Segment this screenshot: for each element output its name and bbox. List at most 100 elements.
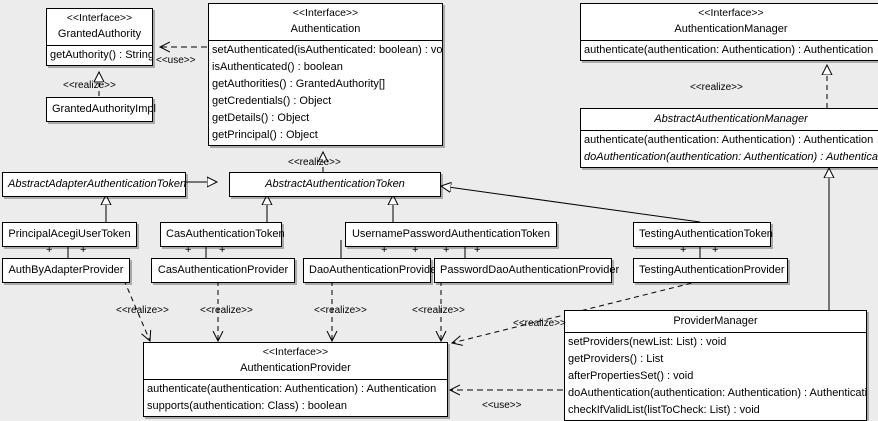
- stereotype-label: <<Interface>>: [292, 7, 359, 19]
- association-marker-plus: +: [680, 244, 687, 256]
- class-password-dao-authentication-provider[interactable]: PasswordDaoAuthenticationProvider: [434, 258, 620, 283]
- class-name: AbstractAuthenticationManager: [654, 113, 808, 125]
- class-header: <<Interface>> Authentication: [209, 4, 442, 40]
- relation-label-realize-granted-authority: <<realize>>: [63, 80, 116, 91]
- class-name: CasAuthenticationProvider: [157, 264, 289, 276]
- relation-label-realize-provider-5: <<realize>>: [513, 318, 566, 329]
- association-marker-plus: +: [46, 244, 53, 256]
- class-granted-authority-impl[interactable]: GrantedAuthorityImpl: [46, 97, 156, 122]
- association-marker-plus: +: [185, 244, 192, 256]
- class-name: TestingAuthenticationProvider: [639, 264, 785, 276]
- class-header: GrantedAuthorityImpl: [47, 98, 156, 121]
- class-name: GrantedAuthority: [57, 28, 142, 40]
- operation-row: getAuthorities() : GrantedAuthority[]: [212, 78, 386, 90]
- class-testing-authentication-token[interactable]: TestingAuthenticationToken: [633, 222, 773, 247]
- compartment-divider: [581, 130, 878, 131]
- operation-row: setProviders(newList: List) : void: [568, 336, 727, 348]
- class-name: UsernamePasswordAuthenticationToken: [351, 228, 551, 240]
- class-principal-acegi-user-token[interactable]: PrincipalAcegiUserToken: [2, 222, 137, 247]
- class-authentication-provider[interactable]: <<Interface>> AuthenticationProvider aut…: [143, 342, 448, 417]
- class-header: UsernamePasswordAuthenticationToken: [346, 223, 556, 246]
- relation-label-use-granted-authority: <<use>>: [156, 55, 196, 66]
- relation-label-realize-authentication: <<realize>>: [288, 157, 341, 168]
- class-header: CasAuthenticationProvider: [152, 259, 294, 282]
- compartment-divider: [209, 40, 442, 41]
- class-name: DaoAuthenticationProvider: [309, 264, 440, 276]
- class-header: AbstractAdapterAuthenticationToken: [3, 173, 186, 196]
- class-header: PasswordDaoAuthenticationProvider: [435, 259, 620, 282]
- association-marker-plus: +: [474, 244, 481, 256]
- class-header: CasAuthenticationToken: [161, 223, 285, 246]
- class-auth-by-adapter-provider[interactable]: AuthByAdapterProvider: [2, 258, 130, 283]
- operations-compartment: setProviders(newList: List) : void getPr…: [565, 333, 866, 420]
- operation-row: getProviders() : List: [568, 353, 664, 365]
- class-abstract-authentication-token[interactable]: AbstractAuthenticationToken: [229, 172, 441, 197]
- class-username-password-authentication-token[interactable]: UsernamePasswordAuthenticationToken: [345, 222, 557, 247]
- association-marker-plus: +: [219, 244, 226, 256]
- class-authentication-manager[interactable]: <<Interface>> AuthenticationManager auth…: [580, 3, 878, 61]
- relation-label-realize-provider-2: <<realize>>: [200, 305, 253, 316]
- class-name: TestingAuthenticationToken: [639, 228, 773, 240]
- relation-label-use-provider-manager: <<use>>: [482, 400, 522, 411]
- class-header: TestingAuthenticationProvider: [634, 259, 787, 282]
- compartment-divider: [565, 332, 866, 333]
- association-marker-plus: +: [712, 244, 719, 256]
- operations-compartment: authenticate(authentication: Authenticat…: [144, 380, 447, 416]
- compartment-divider: [581, 40, 878, 41]
- class-header: <<Interface>> AuthenticationManager: [581, 4, 878, 40]
- operation-row: getDetails() : Object: [212, 112, 310, 124]
- class-header: AuthByAdapterProvider: [3, 259, 129, 282]
- class-name: CasAuthenticationToken: [166, 228, 285, 240]
- class-name: AbstractAuthenticationToken: [265, 178, 405, 190]
- stereotype-label: <<Interface>>: [66, 12, 133, 24]
- operation-row: authenticate(authentication: Authenticat…: [584, 44, 874, 56]
- class-name: AuthenticationManager: [674, 23, 788, 35]
- operations-compartment: setAuthenticated(isAuthenticated: boolea…: [209, 41, 442, 145]
- association-marker-plus: +: [412, 244, 419, 256]
- class-header: DaoAuthenticationProvider: [304, 259, 440, 282]
- class-header: <<Interface>> GrantedAuthority: [47, 9, 152, 45]
- class-name: PasswordDaoAuthenticationProvider: [440, 264, 620, 276]
- operation-row: checkIfValidList(listToCheck: List) : vo…: [568, 404, 760, 416]
- class-cas-authentication-provider[interactable]: CasAuthenticationProvider: [151, 258, 295, 283]
- class-abstract-adapter-authentication-token[interactable]: AbstractAdapterAuthenticationToken: [2, 172, 186, 197]
- operations-compartment: authenticate(authentication: Authenticat…: [581, 41, 878, 60]
- class-header: <<Interface>> AuthenticationProvider: [144, 343, 447, 379]
- operation-row: authenticate(authentication: Authenticat…: [147, 383, 437, 395]
- class-header: AbstractAuthenticationManager: [581, 109, 878, 130]
- operation-row: setAuthenticated(isAuthenticated: boolea…: [212, 44, 442, 56]
- class-abstract-authentication-manager[interactable]: AbstractAuthenticationManager authentica…: [580, 108, 878, 168]
- class-provider-manager[interactable]: ProviderManager setProviders(newList: Li…: [564, 310, 867, 421]
- stereotype-label: <<Interface>>: [698, 7, 764, 19]
- operation-row: getCredentials() : Object: [212, 95, 332, 107]
- class-authentication[interactable]: <<Interface>> Authentication setAuthenti…: [208, 3, 443, 146]
- operation-row: doAuthentication(authentication: Authent…: [584, 151, 878, 163]
- class-header: TestingAuthenticationToken: [634, 223, 773, 246]
- operations-compartment: getAuthority() : String: [47, 46, 152, 65]
- operation-row: doAuthentication(authentication: Authent…: [568, 387, 866, 399]
- class-name: AuthByAdapterProvider: [8, 264, 124, 276]
- class-dao-authentication-provider[interactable]: DaoAuthenticationProvider: [303, 258, 440, 283]
- class-header: AbstractAuthenticationToken: [230, 173, 440, 196]
- relation-label-realize-provider-3: <<realize>>: [314, 305, 367, 316]
- compartment-divider: [47, 45, 152, 46]
- stereotype-label: <<Interface>>: [262, 346, 329, 358]
- class-name: ProviderManager: [673, 315, 758, 327]
- class-name: AuthenticationProvider: [240, 362, 351, 374]
- operation-row: afterPropertiesSet() : void: [568, 370, 694, 382]
- association-marker-plus: +: [443, 244, 450, 256]
- operation-row: authenticate(authentication: Authenticat…: [584, 134, 874, 146]
- operations-compartment: authenticate(authentication: Authenticat…: [581, 131, 878, 167]
- class-granted-authority[interactable]: <<Interface>> GrantedAuthority getAuthor…: [46, 8, 153, 66]
- compartment-divider: [144, 379, 447, 380]
- class-testing-authentication-provider[interactable]: TestingAuthenticationProvider: [633, 258, 788, 283]
- operation-row: isAuthenticated() : boolean: [212, 61, 343, 73]
- class-name: PrincipalAcegiUserToken: [8, 228, 131, 240]
- class-name: GrantedAuthorityImpl: [52, 103, 156, 115]
- class-header: ProviderManager: [565, 311, 866, 332]
- relation-label-realize-authentication-manager: <<realize>>: [690, 82, 743, 93]
- operation-row: getPrincipal() : Object: [212, 129, 318, 141]
- class-cas-authentication-token[interactable]: CasAuthenticationToken: [160, 222, 285, 247]
- relation-label-realize-provider-4: <<realize>>: [412, 305, 465, 316]
